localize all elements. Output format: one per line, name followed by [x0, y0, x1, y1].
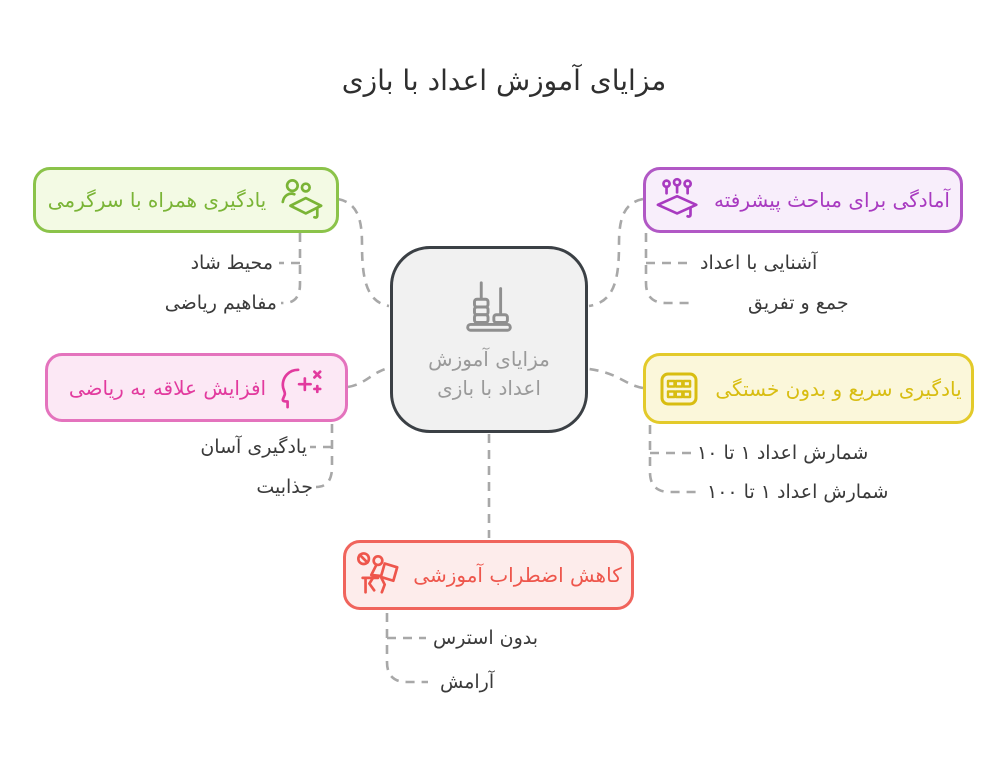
- connector-anxiety-children-line: [385, 613, 428, 684]
- branch-label-readiness-advanced: آمادگی برای مباحث پیشرفته: [714, 188, 950, 212]
- child-label-easy-learning: یادگیری آسان: [200, 436, 307, 458]
- diagram-title: مزایای آموزش اعداد با بازی: [341, 64, 667, 97]
- branch-node-readiness-advanced: آمادگی برای مباحث پیشرفته: [643, 167, 963, 233]
- child-label-stress-free: بدون استرس: [433, 627, 539, 649]
- branch-node-fast-learning: یادگیری سریع و بدون خستگی: [643, 353, 974, 424]
- creative-mind-icon: [278, 365, 324, 411]
- connector-fun-children-line: [281, 233, 302, 305]
- child-label-counting-1-to-10: شمارش اعداد ۱ تا ۱۰: [697, 442, 869, 464]
- branch-label-interest-in-math: افزایش علاقه به ریاضی: [68, 375, 267, 400]
- branch-label-learning-with-fun: یادگیری همراه با سرگرمی: [47, 188, 267, 212]
- center-label-line1: مزایای آموزش: [428, 346, 550, 371]
- connector-fast-to-center: [588, 367, 644, 390]
- number-grid-icon: [655, 365, 703, 413]
- center-label-line2: اعداد با بازی: [437, 375, 541, 400]
- students-graduation-icon: [278, 177, 324, 223]
- no-stress-study-icon: [355, 552, 401, 598]
- center-node: مزایای آموزش اعداد با بازی: [390, 246, 588, 433]
- connector-fun-to-center: [337, 197, 390, 308]
- child-label-addition-subtraction: جمع و تفریق: [748, 292, 849, 314]
- branch-node-reduced-anxiety: کاهش اضطراب آموزشی: [343, 540, 634, 610]
- connector-interest-children-line: [315, 424, 334, 489]
- child-label-calmness: آرامش: [440, 671, 495, 693]
- connector-fast-children-line: [648, 425, 696, 494]
- branch-node-interest-in-math: افزایش علاقه به ریاضی: [45, 353, 348, 422]
- abacus-icon: [458, 277, 520, 337]
- center-node-label: مزایای آموزش اعداد با بازی: [428, 345, 550, 403]
- branch-label-reduced-anxiety: کاهش اضطراب آموزشی: [413, 563, 622, 587]
- pushpins-graduation-icon: [656, 177, 702, 223]
- child-label-attractiveness: جذابیت: [256, 476, 313, 498]
- child-label-counting-1-to-100: شمارش اعداد ۱ تا ۱۰۰: [707, 481, 889, 503]
- branch-label-fast-learning: یادگیری سریع و بدون خستگی: [715, 376, 962, 401]
- connector-advanced-to-center: [588, 197, 644, 308]
- child-label-familiarity-with-numbers: آشنایی با اعداد: [700, 252, 818, 274]
- child-label-happy-environment: محیط شاد: [190, 252, 273, 274]
- branch-node-learning-with-fun: یادگیری همراه با سرگرمی: [33, 167, 339, 233]
- connector-advanced-children-line: [644, 233, 690, 305]
- connector-interest-to-center: [347, 366, 390, 389]
- child-label-math-concepts: مفاهیم ریاضی: [164, 292, 277, 314]
